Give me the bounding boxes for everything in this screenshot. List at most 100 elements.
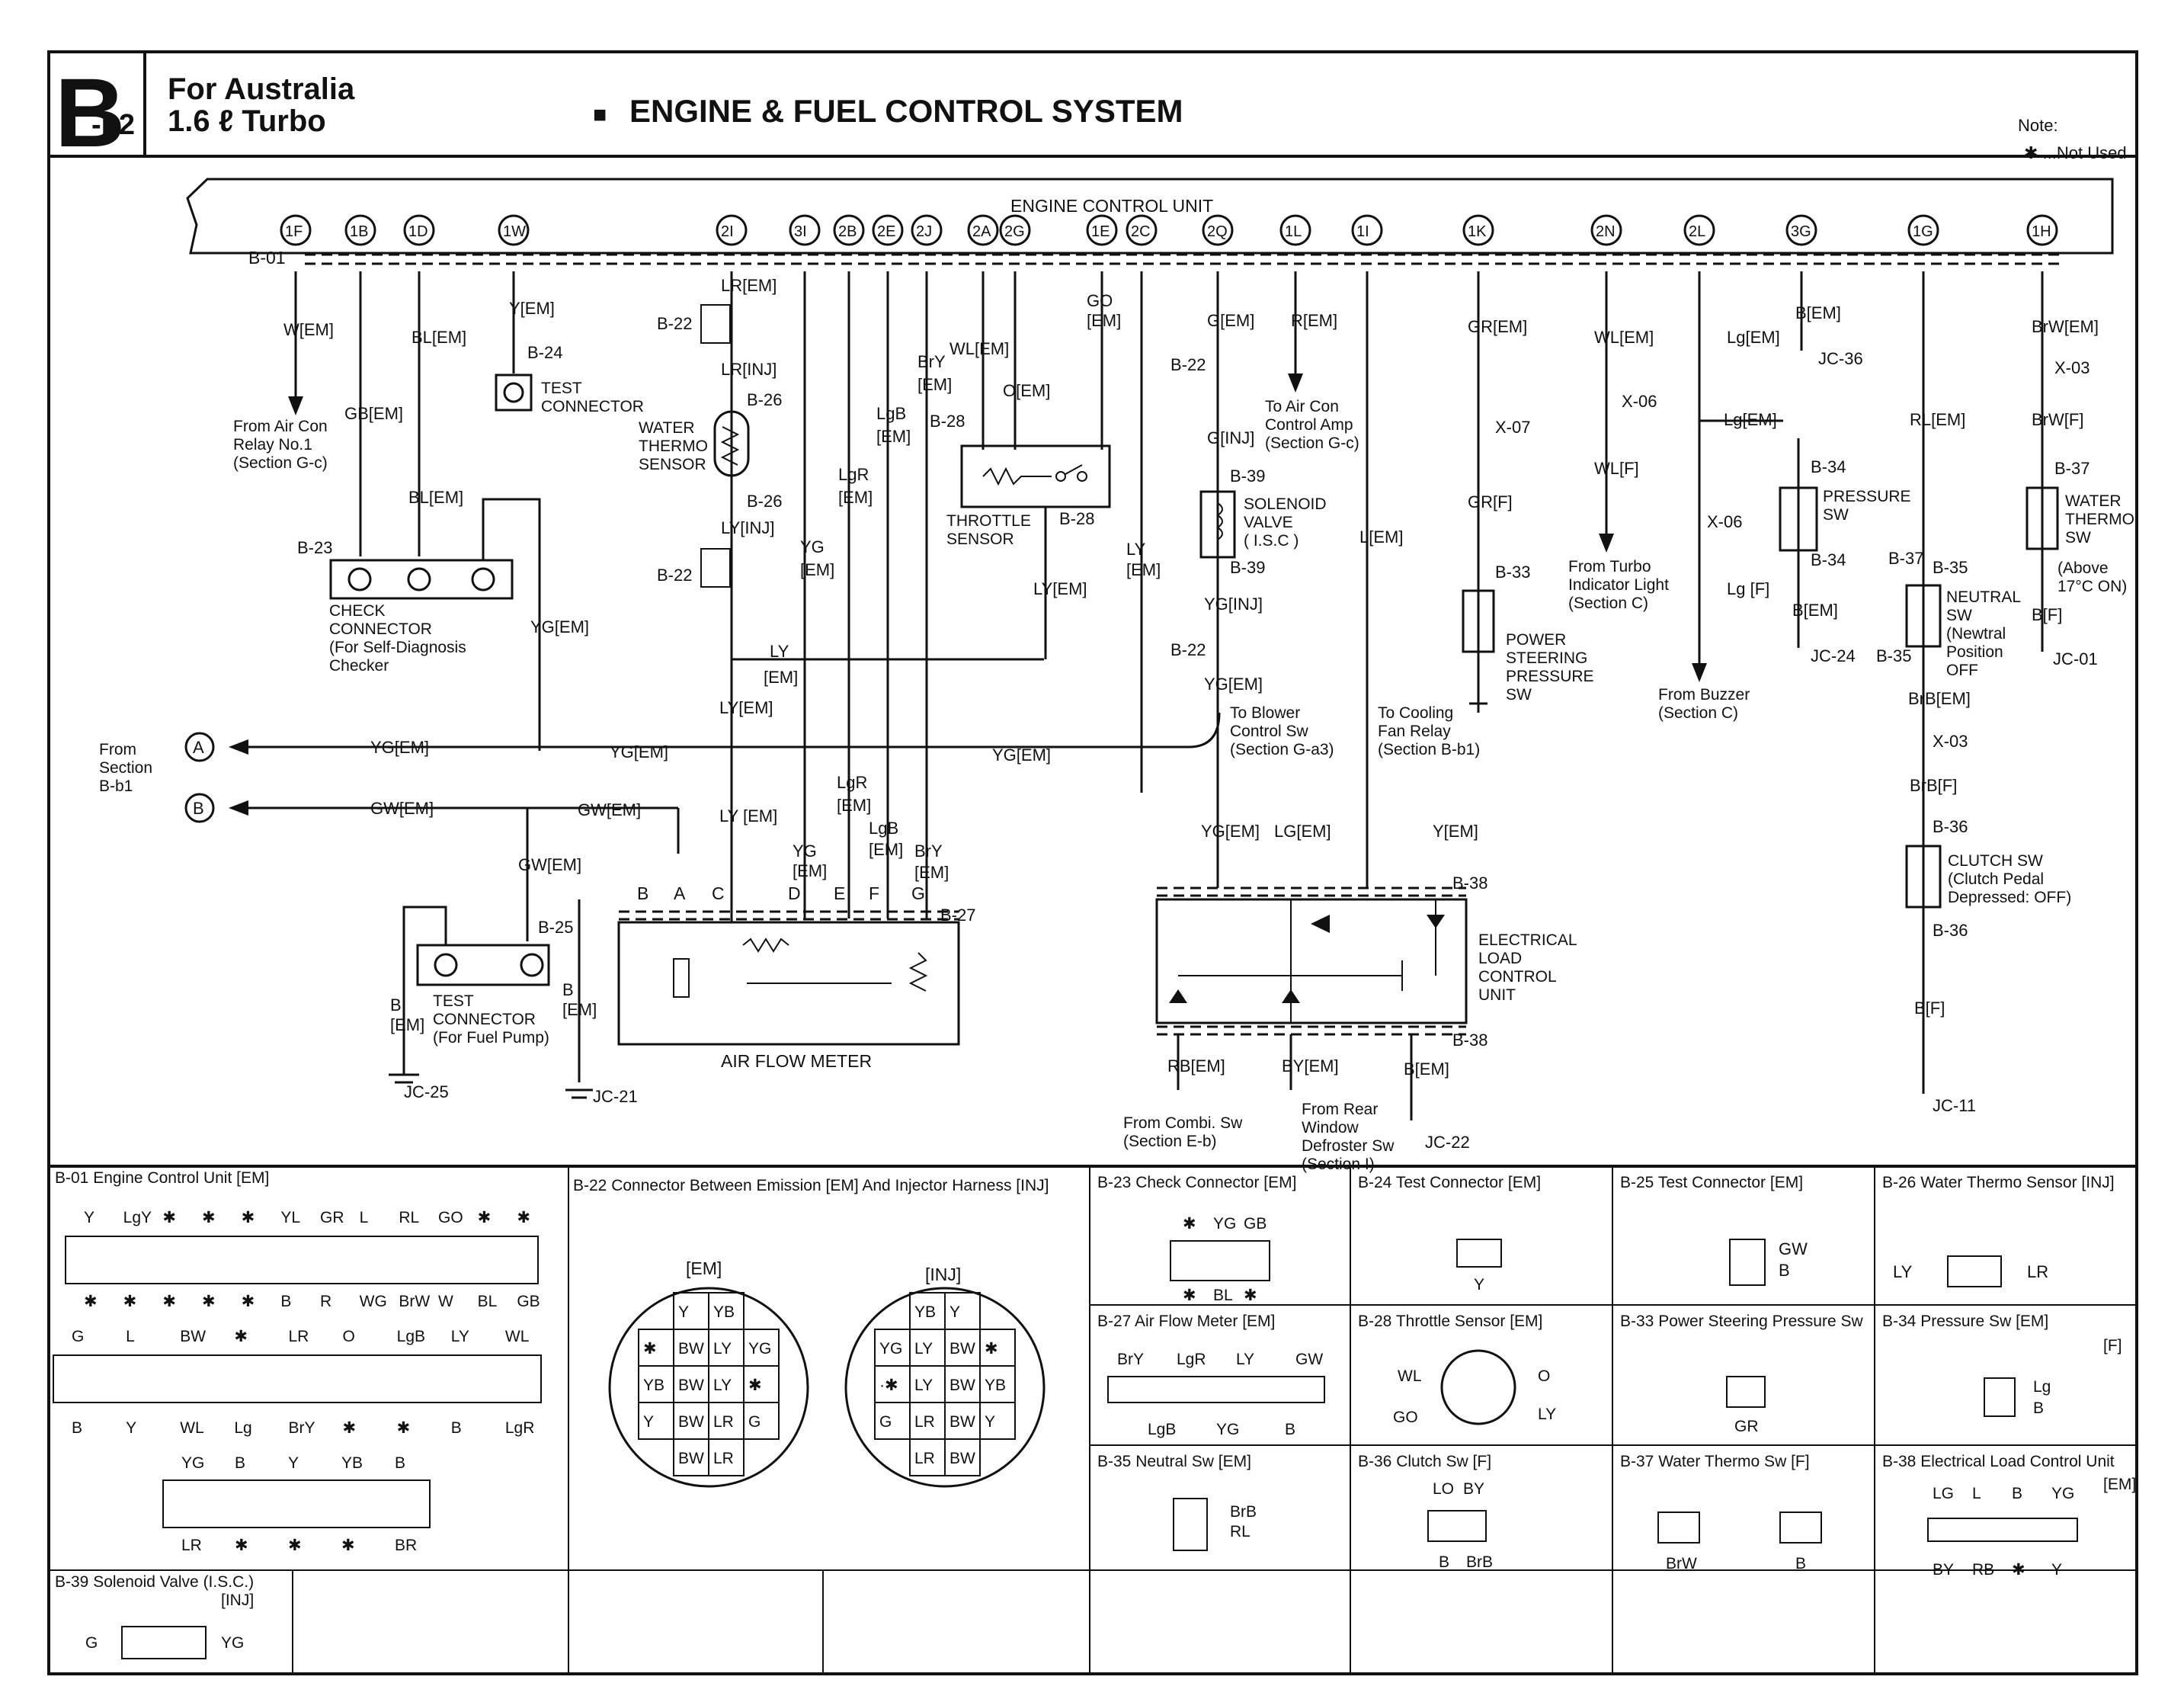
component-label: SW	[1946, 607, 1972, 624]
table-title-b37: B-37 Water Thermo Sw [F]	[1620, 1453, 1810, 1470]
connector-pin-bottom: LgR	[505, 1419, 535, 1437]
b27-pin-bottom: B	[1285, 1421, 1295, 1438]
region-label: For Australia	[168, 72, 355, 106]
connector-label: B-28	[930, 412, 965, 431]
b34-body	[1984, 1377, 2016, 1417]
wire-label: G[INJ]	[1207, 428, 1254, 447]
wire-label: Y[EM]	[509, 299, 555, 318]
b22-cell-label: YB	[985, 1377, 1006, 1394]
component-label: Fan Relay	[1378, 723, 1451, 740]
connector-label: B-37	[1888, 549, 1923, 568]
component-label: Checker	[329, 657, 389, 675]
ecu-pin-label: 1K	[1468, 223, 1487, 240]
b27-pin-bottom: YG	[1216, 1421, 1239, 1438]
b22-cell-label: Y	[678, 1303, 689, 1321]
wire-label: [EM]	[390, 1015, 424, 1034]
wire-label: YG[EM]	[1204, 675, 1263, 694]
table-title-b27: B-27 Air Flow Meter [EM]	[1097, 1313, 1275, 1330]
b28-pin: LY	[1538, 1406, 1556, 1423]
circle-b	[184, 793, 215, 823]
air-flow-pin-label: A	[674, 883, 686, 903]
wire-label: [EM]	[914, 863, 949, 882]
connector-label: B-39	[1230, 558, 1265, 577]
ecu-pin-label: 3G	[1791, 223, 1811, 240]
wire-label: YG[EM]	[610, 742, 668, 761]
b22-cell-label: ✱	[643, 1340, 657, 1358]
component-label: Indicator Light	[1568, 576, 1669, 594]
b23-body	[1170, 1240, 1270, 1281]
b37-pin: B	[1795, 1555, 1806, 1572]
b39-body	[121, 1626, 207, 1659]
wire-label: Y[EM]	[1433, 822, 1478, 841]
b22-cell-label: YB	[643, 1377, 664, 1394]
connector-pin-bottom: ✱	[235, 1537, 248, 1554]
connector-pin-bottom: BL	[478, 1293, 498, 1310]
b22-cell-label: ·✱	[879, 1377, 898, 1394]
b22-cell-label: YG	[748, 1340, 771, 1358]
ecu-pin-label: 1E	[1091, 223, 1110, 240]
b38-body	[1927, 1518, 2078, 1542]
connector-label: B-33	[1495, 563, 1530, 582]
ecu-pin-circle	[967, 214, 999, 246]
table-title-b01: B-01 Engine Control Unit [EM]	[55, 1169, 269, 1187]
wire-label: LgB	[869, 819, 898, 838]
b36-pin-top: BY	[1463, 1480, 1484, 1498]
b26-body	[1947, 1255, 2002, 1287]
connector-pin-top: WL	[505, 1328, 530, 1345]
b22-cell-label: BW	[678, 1377, 704, 1394]
connector-label: JC-01	[2053, 649, 2098, 668]
ecu-pin-label: 1L	[1285, 223, 1302, 240]
component-label: Window	[1302, 1119, 1359, 1136]
b25-pin: B	[1779, 1261, 1790, 1280]
component-label: (Section B-b1)	[1378, 741, 1480, 758]
b23-pin: BL	[1213, 1287, 1233, 1304]
wire-label: LG[EM]	[1274, 822, 1331, 841]
connector-label: B-34	[1811, 457, 1846, 476]
component-label: From Rear	[1302, 1101, 1378, 1118]
wire-label: [EM]	[1087, 311, 1121, 330]
b22-cell-label: BW	[678, 1340, 704, 1358]
wire-label: WL[F]	[1594, 459, 1639, 478]
table-title-b36: B-36 Clutch Sw [F]	[1358, 1453, 1491, 1470]
air-flow-pin-label: G	[911, 883, 925, 903]
component-label: (For Fuel Pump)	[433, 1029, 549, 1047]
ecu-pin-circle	[999, 214, 1031, 246]
wire-label: RB[EM]	[1167, 1056, 1225, 1076]
component-label: Depressed: OFF)	[1948, 889, 2071, 906]
connector-label: B-36	[1933, 921, 1968, 940]
b38-pin-top: B	[2012, 1485, 2022, 1502]
component-label: (Above	[2058, 559, 2109, 577]
b23-pin: ✱	[1244, 1287, 1257, 1304]
wire-label: [EM]	[1126, 560, 1161, 579]
component-label: From Turbo	[1568, 558, 1651, 575]
connector-label: B-22	[657, 314, 692, 333]
connector-label: B-38	[1452, 1031, 1487, 1050]
component-label: ( I.S.C )	[1244, 532, 1299, 550]
connector-label: B-25	[538, 918, 573, 937]
wire-label: B[F]	[2032, 605, 2062, 624]
b22-inj-label: [INJ]	[925, 1265, 961, 1284]
wire-label: O[EM]	[1003, 381, 1050, 400]
b37-pin: BrW	[1666, 1555, 1697, 1572]
b22-cell-label: LR	[914, 1413, 935, 1431]
wire-label: LY [EM]	[719, 806, 777, 825]
wire-label: GB[EM]	[344, 404, 403, 423]
connector-body	[65, 1236, 539, 1284]
wire-label: LY	[1126, 540, 1146, 559]
b22-cell-label: YB	[914, 1303, 936, 1321]
b22-cell	[708, 1438, 745, 1476]
table-title-b28: B-28 Throttle Sensor [EM]	[1358, 1313, 1542, 1330]
wire-label: B	[562, 980, 574, 999]
b22-cell-label: BW	[949, 1340, 975, 1358]
wire-label: LR[INJ]	[721, 360, 777, 379]
connector-pin-bottom: ✱	[343, 1419, 357, 1437]
ecu-pin-circle	[911, 214, 943, 246]
ecu-pin-label: 2Q	[1207, 223, 1228, 240]
connector-pin-top: GR	[320, 1209, 344, 1226]
component-label: CONNECTOR	[541, 398, 644, 415]
ecu-pin-circle	[789, 214, 821, 246]
connector-label: B-26	[747, 390, 782, 409]
b28-pin: WL	[1398, 1367, 1422, 1385]
ecu-pin-label: 1D	[408, 223, 428, 240]
connector-pin-top: Y	[84, 1209, 94, 1226]
